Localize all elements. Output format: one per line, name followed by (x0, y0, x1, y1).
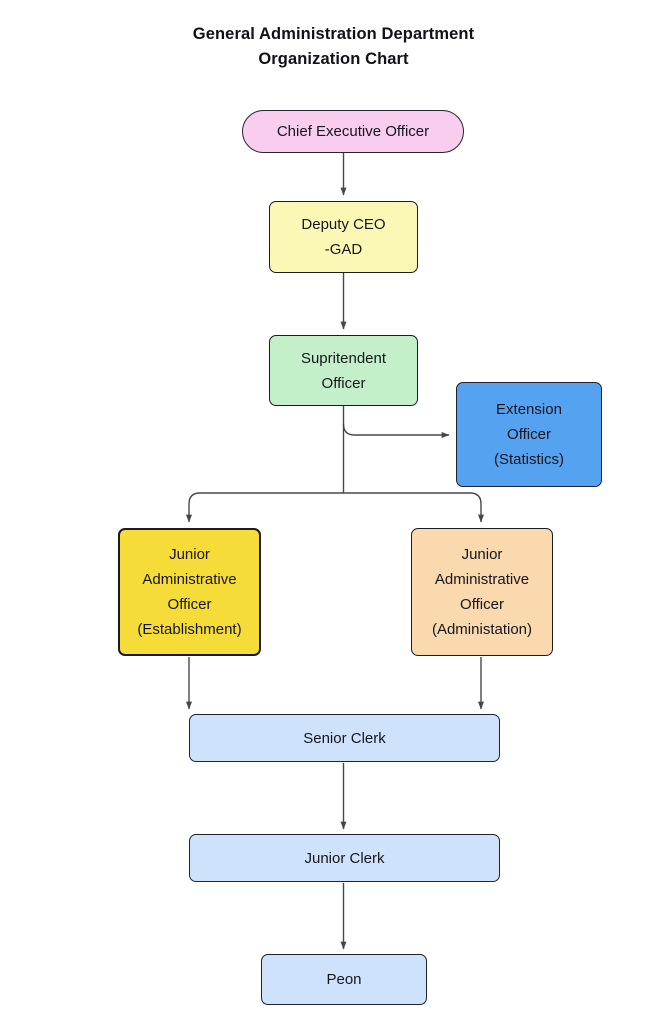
edge-supritendent-to-extension-officer (342, 423, 450, 438)
node-label: Peon (326, 971, 362, 988)
node-peon[interactable]: Peon (261, 954, 427, 1005)
node-label: Senior Clerk (303, 729, 386, 747)
node-label: Deputy CEO -GAD (301, 216, 386, 258)
node-deputy-ceo-gad[interactable]: Deputy CEO -GAD (269, 201, 418, 273)
node-supritendent-officer[interactable]: Supritendent Officer (269, 335, 418, 406)
node-label: Chief Executive Officer (276, 123, 430, 140)
page-title-line-1: General Administration Department (192, 25, 475, 43)
edge-supritendent-to-jao-administration (343, 492, 485, 523)
node-senior-clerk[interactable]: Senior Clerk (189, 714, 500, 762)
node-junior-administrative-officer-establishment[interactable]: Junior Administrative Officer (Establish… (118, 528, 261, 656)
page-title: General Administration Department Organi… (0, 22, 667, 72)
node-label: Junior Administrative Officer (Establish… (137, 546, 242, 638)
node-label: Junior Clerk (304, 849, 385, 867)
node-extension-officer-statistics[interactable]: Extension Officer (Statistics) (456, 382, 602, 487)
node-label: Supritendent Officer (300, 349, 387, 392)
node-label: Extension Officer (Statistics) (493, 401, 564, 468)
page-title-line-2: Organization Chart (258, 50, 409, 68)
node-chief-executive-officer[interactable]: Chief Executive Officer (242, 110, 464, 153)
node-junior-clerk[interactable]: Junior Clerk (189, 834, 500, 882)
node-label: Junior Administrative Officer (Administa… (431, 546, 533, 638)
node-junior-administrative-officer-administration[interactable]: Junior Administrative Officer (Administa… (411, 528, 553, 656)
edge-supritendent-to-jao-establishment (186, 492, 344, 523)
